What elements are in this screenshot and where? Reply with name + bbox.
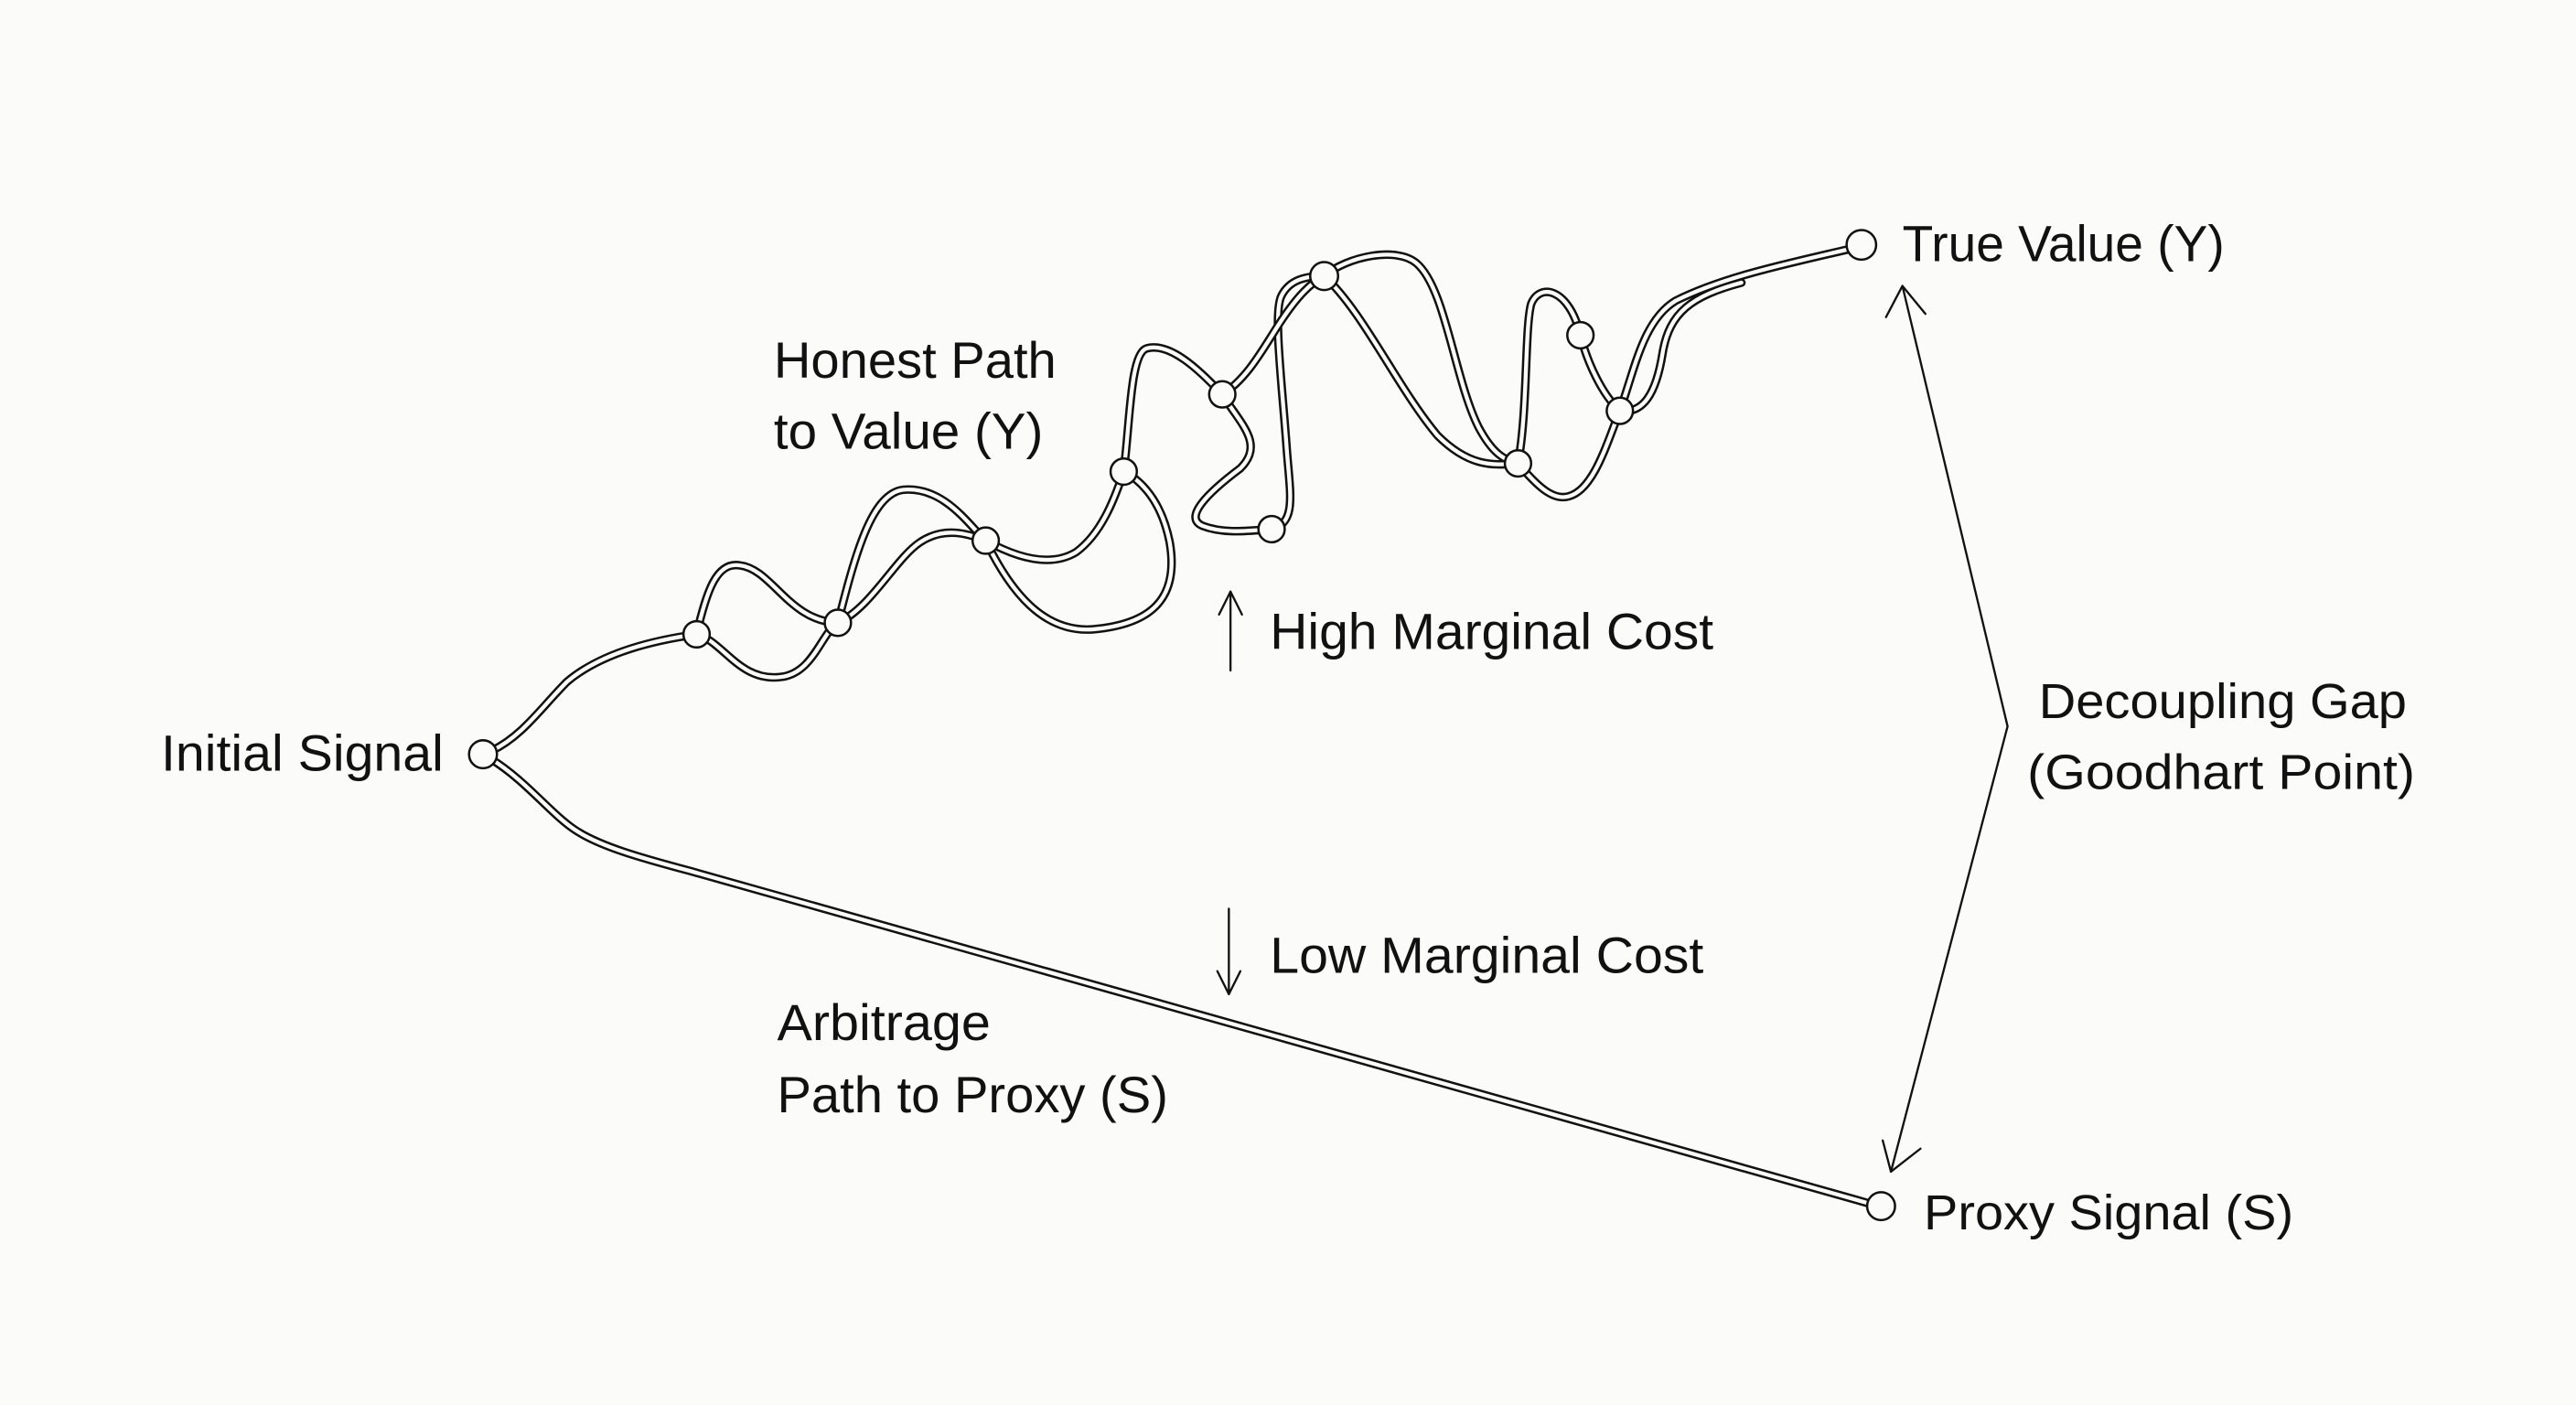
honest-path (487, 243, 1858, 756)
waypoint (971, 526, 1001, 555)
waypoint (823, 608, 853, 638)
waypoint (1257, 514, 1286, 544)
waypoint (1208, 380, 1237, 409)
initial-signal-node (467, 739, 499, 770)
waypoint (1308, 261, 1340, 292)
true-value-node (1845, 229, 1878, 262)
waypoint (1109, 456, 1139, 487)
waypoints (682, 261, 1635, 649)
low-marginal-cost-label: Low Marginal Cost (1270, 928, 1704, 984)
waypoint (1503, 448, 1533, 478)
honest-path-label-line2: to Value (Y) (774, 402, 1044, 459)
initial-signal-label: Initial Signal (161, 725, 444, 782)
arbitrage-path (487, 755, 1878, 1209)
double-arrow-bracket-icon (1881, 284, 2009, 1174)
decoupling-gap-label-line2: (Goodhart Point) (2027, 745, 2415, 799)
true-value-label: True Value (Y) (1903, 216, 2225, 273)
proxy-signal-node (1865, 1191, 1896, 1222)
arrow-down-icon (1216, 907, 1242, 996)
waypoint (1566, 320, 1595, 350)
waypoint (1605, 396, 1635, 425)
decoupling-gap-label-line1: Decoupling Gap (2039, 674, 2407, 729)
arbitrage-path-label-line2: Path to Proxy (S) (777, 1067, 1167, 1123)
proxy-signal-label: Proxy Signal (S) (1924, 1185, 2293, 1240)
honest-path-label-line1: Honest Path (774, 332, 1057, 389)
arbitrage-path-label-line1: Arbitrage (777, 994, 990, 1051)
high-marginal-cost-label: High Marginal Cost (1270, 604, 1713, 660)
waypoint (682, 619, 712, 649)
arrow-up-icon (1218, 590, 1243, 672)
